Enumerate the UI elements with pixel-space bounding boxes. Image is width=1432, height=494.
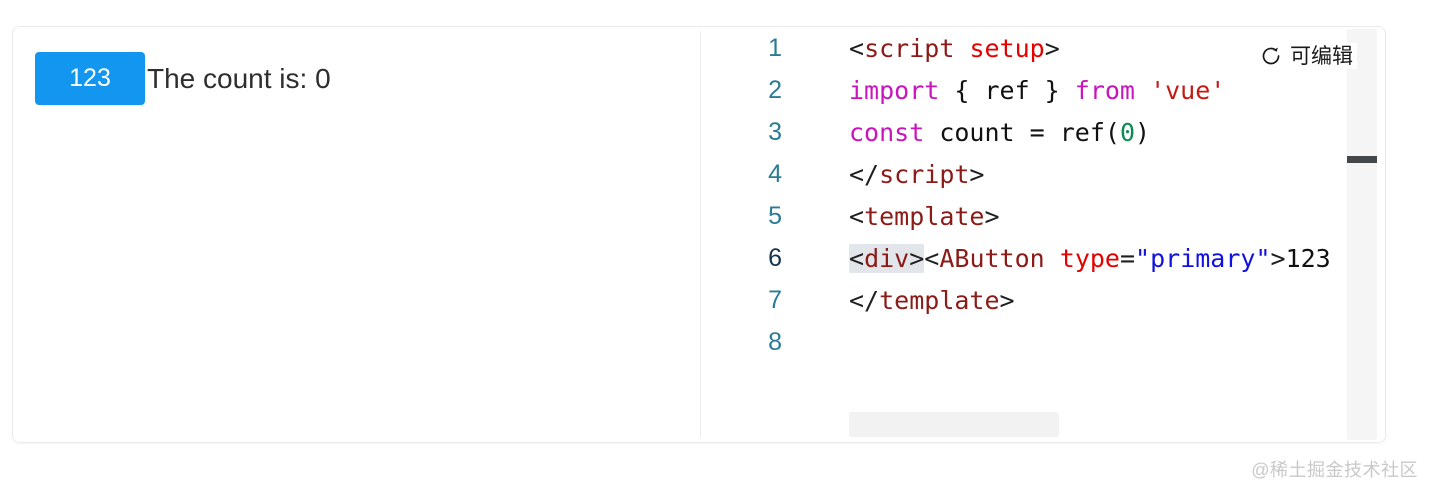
editor-vertical-scrollbar[interactable] xyxy=(1347,29,1377,440)
code-line[interactable]: 7 </template> xyxy=(701,279,1385,321)
code-token xyxy=(1045,244,1060,273)
demo-card: 123 The count is: 0 可编辑 1<script setup>2… xyxy=(12,26,1386,443)
line-number: 6 xyxy=(768,243,782,272)
code-token: < xyxy=(849,33,865,63)
code-token: { ref } xyxy=(939,75,1075,105)
code-line-text[interactable]: </template> xyxy=(794,286,1015,315)
code-token: > xyxy=(1270,243,1286,273)
code-line[interactable]: 1 <script setup> xyxy=(701,27,1385,69)
line-number: 3 xyxy=(768,117,782,146)
code-line-text[interactable]: <div><AButton type="primary">123 xyxy=(794,243,1331,273)
code-token xyxy=(954,34,969,63)
code-token: < xyxy=(849,201,865,231)
count-label: The count is: 0 xyxy=(147,62,331,94)
code-token xyxy=(1135,76,1150,105)
code-token: import xyxy=(849,75,940,105)
preview-pane: 123 The count is: 0 xyxy=(13,27,700,442)
code-token: > xyxy=(999,285,1015,315)
code-token: 123 xyxy=(1285,243,1331,273)
code-token: type xyxy=(1059,243,1120,273)
code-token: template xyxy=(864,201,985,231)
code-token: > xyxy=(909,243,925,273)
preview-demo-row: 123 The count is: 0 xyxy=(35,52,331,105)
code-token: script xyxy=(879,159,970,189)
code-line[interactable]: 8 xyxy=(701,321,1385,363)
code-token: count = ref( xyxy=(924,117,1120,147)
code-token: < xyxy=(849,243,865,273)
code-line-text[interactable]: import { ref } from 'vue' xyxy=(794,76,1225,105)
bracket-match-highlight: <div> xyxy=(849,243,925,273)
code-token: "primary" xyxy=(1135,243,1271,273)
refresh-icon[interactable] xyxy=(1260,45,1282,67)
line-number: 5 xyxy=(768,201,782,230)
editable-badge[interactable]: 可编辑 xyxy=(1256,43,1357,69)
code-token: script xyxy=(864,33,955,63)
code-line[interactable]: 5 <template> xyxy=(701,195,1385,237)
code-token: 'vue' xyxy=(1150,75,1226,105)
code-token: setup xyxy=(969,33,1045,63)
pane-divider xyxy=(700,31,701,438)
line-number: 7 xyxy=(768,285,782,314)
code-token: < xyxy=(924,243,940,273)
line-number: 4 xyxy=(768,159,782,188)
line-number: 2 xyxy=(768,75,782,104)
code-token: > xyxy=(969,159,985,189)
code-line-text[interactable]: const count = ref(0) xyxy=(794,118,1150,147)
primary-button[interactable]: 123 xyxy=(35,52,145,105)
code-line[interactable]: 3 const count = ref(0) xyxy=(701,111,1385,153)
code-line-text[interactable]: <template> xyxy=(794,202,1000,231)
code-token: AButton xyxy=(939,243,1045,273)
code-line-text[interactable]: </script> xyxy=(794,160,984,189)
code-token: div xyxy=(864,243,910,273)
watermark: @稀土掘金技术社区 xyxy=(1251,460,1418,480)
editable-badge-label: 可编辑 xyxy=(1290,44,1353,68)
editor-scroll-position-marker xyxy=(1347,156,1377,163)
code-token: = xyxy=(1119,243,1136,273)
line-number: 1 xyxy=(768,33,782,62)
code-token: ) xyxy=(1135,117,1151,147)
code-token: </ xyxy=(849,159,880,189)
code-token: from xyxy=(1074,75,1135,105)
code-token: 0 xyxy=(1119,117,1135,147)
editor-horizontal-scrollbar[interactable] xyxy=(849,412,1059,437)
code-token: template xyxy=(879,285,1000,315)
code-token: const xyxy=(849,117,925,147)
code-line-text[interactable]: <script setup> xyxy=(794,34,1060,63)
code-token: > xyxy=(984,201,1000,231)
code-line[interactable]: 6<div><AButton type="primary">123 xyxy=(701,237,1385,279)
code-line[interactable]: 2 import { ref } from 'vue' xyxy=(701,69,1385,111)
code-token: > xyxy=(1044,33,1060,63)
code-line[interactable]: 4 </script> xyxy=(701,153,1385,195)
line-number: 8 xyxy=(768,327,782,356)
code-token: </ xyxy=(849,285,880,315)
